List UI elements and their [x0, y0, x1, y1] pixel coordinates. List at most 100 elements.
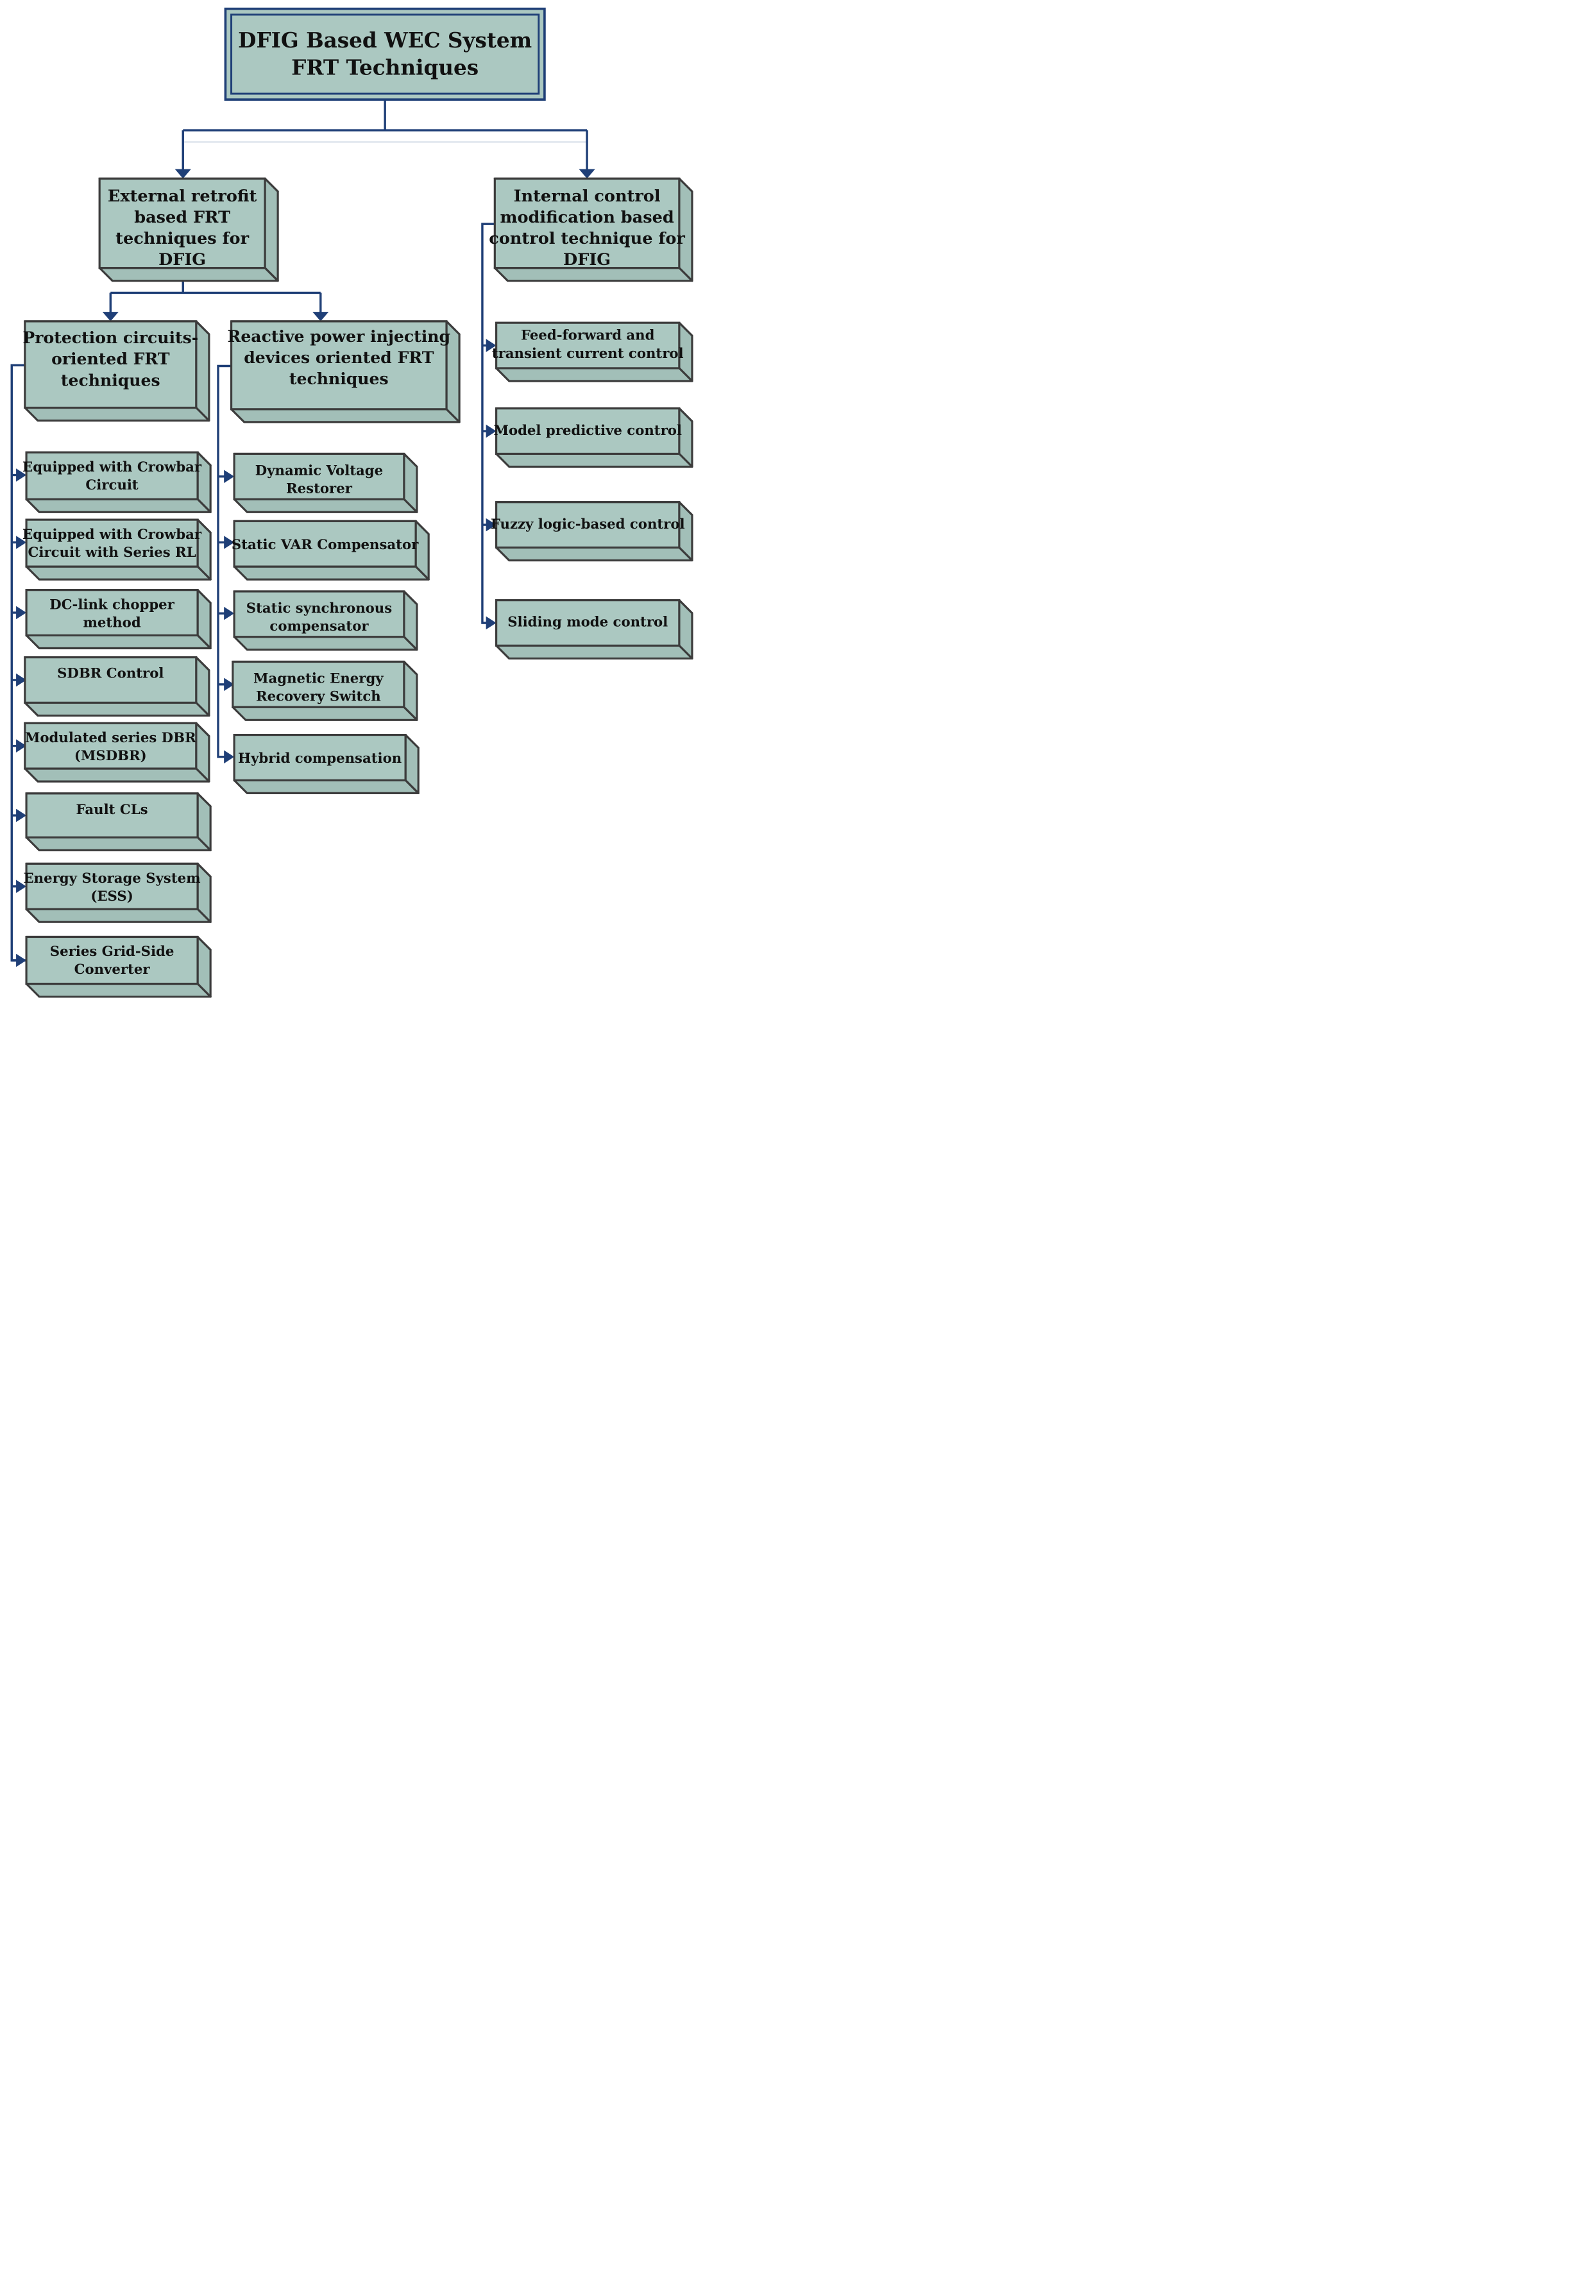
reactive-item-static-synchronous-compensator-front-face	[233, 590, 405, 638]
protection-item-series-grid-side-converter-bottom-face	[25, 982, 212, 998]
arrow-to-internal	[579, 169, 595, 179]
reactive-item-static-synchronous-compensator-label-line-2: compensator	[269, 618, 369, 634]
protection-arrow-7	[16, 880, 27, 894]
external-box-bottom-face	[98, 267, 279, 282]
reactive-item-magnetic-energy-recovery-switch-bottom-face	[232, 706, 418, 721]
protection-item-sdbr-control-bottom-face	[24, 701, 210, 717]
protection-item-equipped-with-crowbar-circuit-front-face	[25, 451, 199, 500]
arrow-to-protection	[102, 312, 119, 321]
reactive-arrow-3	[224, 606, 235, 620]
internal-item-model-predictive-control-bottom-face	[495, 452, 693, 468]
internal-item-sliding-mode-control: Sliding mode control	[495, 599, 693, 660]
reactive-item-magnetic-energy-recovery-switch-front-face	[232, 660, 405, 708]
reactive-item-magnetic-energy-recovery-switch-label-line-2: Recovery Switch	[256, 689, 381, 705]
internal-box-label-line-1: Internal control	[514, 187, 661, 206]
external-box-label-line-4: DFIG	[158, 250, 206, 269]
protection-arrow-6	[16, 808, 27, 822]
protection-item-equipped-with-crowbar-circuit-bottom-face	[25, 498, 212, 513]
root-box-label-line-2: FRT Techniques	[291, 55, 479, 80]
protection-item-modulated-series-dbr-msdbr-front-face	[24, 722, 198, 770]
protection-item-equipped-with-crowbar-circuit-label-line-1: Equipped with Crowbar	[22, 459, 202, 475]
internal-item-fuzzy-logic-based-control-front-face	[495, 501, 681, 549]
internal-arrow-1	[486, 339, 497, 352]
protection-item-equipped-with-crowbar-circuit-with-series-rl-front-face	[25, 518, 199, 568]
external-box-front-face	[98, 177, 266, 269]
reactive-item-static-var-compensator-front-face	[233, 520, 417, 568]
reactive-box-label-line-2: devices oriented FRT	[244, 348, 434, 367]
protection-box-bottom-face	[24, 406, 210, 422]
internal-item-fuzzy-logic-based-control-bottom-face	[495, 546, 693, 562]
protection-item-equipped-with-crowbar-circuit-with-series-rl-label-line-2: Circuit with Series RL	[28, 545, 196, 561]
internal-arrow-3	[486, 518, 497, 532]
protection-box: Protection circuits-oriented FRT techniqu…	[22, 320, 210, 422]
reactive-arrow-4	[224, 677, 235, 692]
reactive-item-hybrid-compensation-bottom-face	[233, 779, 420, 794]
protection-item-energy-storage-system-ess-front-face	[25, 862, 199, 910]
protection-arrow-3	[16, 606, 27, 620]
reactive-item-dynamic-voltage-restorer-front-face	[233, 452, 405, 500]
internal-item-model-predictive-control-label-line-1: Model predictive control	[493, 423, 682, 439]
reactive-item-hybrid-compensation: Hybrid compensation	[233, 733, 420, 794]
protection-item-sdbr-control: SDBR Control	[24, 656, 210, 717]
protection-item-equipped-with-crowbar-circuit-with-series-rl-bottom-face	[25, 565, 212, 581]
protection-item-fault-cls: Fault CLs	[25, 792, 212, 851]
internal-arrow-2	[486, 424, 497, 438]
protection-item-series-grid-side-converter-front-face	[25, 935, 199, 985]
arrow-to-external	[174, 169, 191, 179]
external-box-label-line-2: based FRT	[134, 208, 230, 227]
internal-item-feed-forward-and-transient-current-control-front-face	[495, 321, 681, 370]
internal-item-model-predictive-control: Model predictive control	[493, 407, 693, 468]
protection-item-dc-link-chopper-method-label-line-1: DC-link chopper	[49, 597, 174, 613]
connectors	[10, 100, 595, 967]
reactive-item-static-synchronous-compensator-bottom-face	[233, 636, 418, 651]
root-box-outer-border	[224, 7, 546, 101]
protection-item-dc-link-chopper-method-label-line-2: method	[83, 615, 140, 631]
protection-box-label-line-2: oriented FRT	[51, 349, 170, 368]
reactive-item-static-var-compensator-bottom-face	[233, 565, 430, 581]
protection-box-label-line-1: Protection circuits-	[22, 328, 198, 347]
protection-item-dc-link-chopper-method: DC-link chopper method	[25, 589, 212, 650]
external-box-label-line-1: External retrofit	[108, 187, 257, 206]
reactive-item-hybrid-compensation-label-line-1: Hybrid compensation	[238, 751, 402, 767]
protection-item-sdbr-control-front-face	[24, 656, 198, 704]
internal-item-fuzzy-logic-based-control: Fuzzy logic-based control	[491, 501, 693, 562]
protection-item-modulated-series-dbr-msdbr-label-line-2: (MSDBR)	[74, 748, 147, 764]
root-box-label-line-1: DFIG Based WEC System	[238, 28, 532, 53]
reactive-box-front-face	[230, 320, 448, 411]
protection-box-label-line-3: techniques	[61, 370, 160, 389]
internal-box-front-face	[493, 177, 681, 269]
internal-item-sliding-mode-control-front-face	[495, 599, 681, 647]
protection-item-energy-storage-system-ess-label-line-1: Energy Storage System	[24, 871, 201, 887]
internal-box-label-line-2: modification based	[500, 208, 674, 227]
protection-item-energy-storage-system-ess-bottom-face	[25, 908, 212, 923]
internal-item-sliding-mode-control-label-line-1: Sliding mode control	[507, 615, 668, 631]
internal-bracket	[481, 223, 495, 624]
internal-box-label-line-3: control technique for	[489, 229, 685, 248]
protection-item-series-grid-side-converter-label-line-1: Series Grid-Side	[50, 944, 174, 960]
protection-arrow-2	[16, 536, 27, 549]
protection-item-series-grid-side-converter-label-line-2: Converter	[74, 962, 151, 978]
internal-item-fuzzy-logic-based-control-label-line-1: Fuzzy logic-based control	[491, 516, 685, 532]
protection-item-equipped-with-crowbar-circuit-label-line-2: Circuit	[85, 477, 139, 493]
protection-item-equipped-with-crowbar-circuit-with-series-rl-label-line-1: Equipped with Crowbar	[22, 527, 202, 543]
reactive-item-dynamic-voltage-restorer-label-line-1: Dynamic Voltage	[255, 463, 383, 479]
protection-arrow-1	[16, 468, 27, 482]
reactive-item-static-var-compensator-label-line-1: Static VAR Compensator	[232, 537, 419, 553]
protection-item-modulated-series-dbr-msdbr: Modulated series DBR(MSDBR)	[24, 722, 210, 783]
reactive-item-magnetic-energy-recovery-switch-label-line-1: Magnetic Energy	[253, 671, 384, 687]
protection-item-fault-cls-bottom-face	[25, 836, 212, 851]
reactive-item-static-synchronous-compensator-label-line-1: Static synchronous	[246, 600, 392, 617]
reactive-arrow-2	[224, 536, 235, 549]
protection-item-energy-storage-system-ess-label-line-2: (ESS)	[90, 889, 133, 905]
external-box-right-face	[264, 177, 279, 282]
protection-item-fault-cls-label-line-1: Fault CLs	[76, 802, 148, 818]
reactive-item-hybrid-compensation-front-face	[233, 733, 407, 781]
protection-item-fault-cls-front-face	[25, 792, 199, 838]
internal-item-feed-forward-and-transient-current-control-label-line-1: Feed-forward and	[521, 327, 655, 343]
protection-arrow-5	[16, 739, 27, 753]
arrow-to-reactive	[312, 312, 329, 321]
